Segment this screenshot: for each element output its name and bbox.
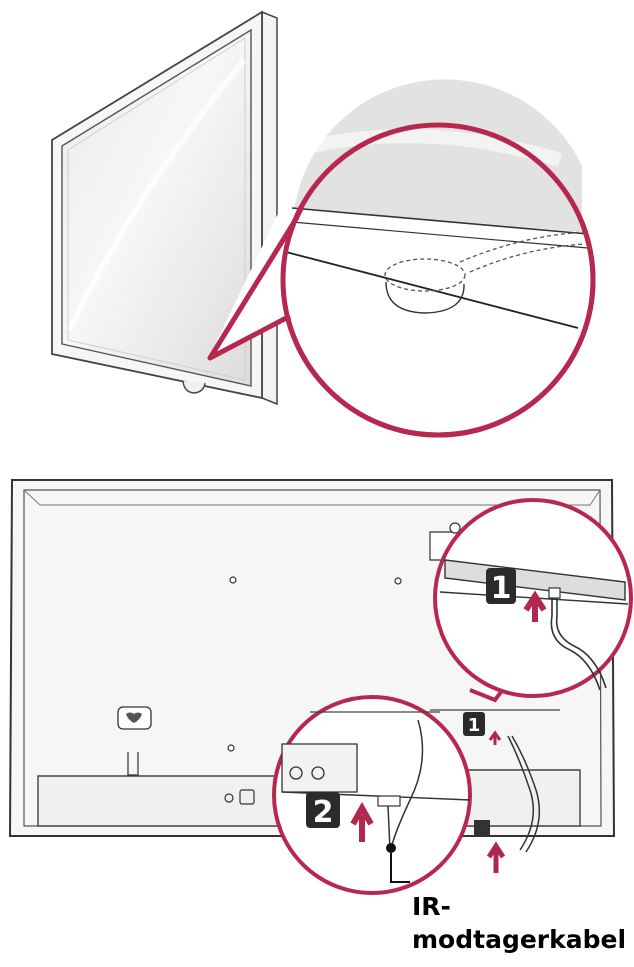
ir-sensor-bump	[182, 380, 206, 394]
cable-holder	[117, 706, 152, 776]
magnified-callout-step2: 2	[272, 695, 472, 895]
monitor-screen	[61, 28, 252, 387]
step-2-number: 2	[313, 795, 334, 830]
label-line-2: modtagerkabel	[412, 925, 627, 954]
insert-arrow-step1	[523, 590, 547, 622]
step-1-number: 1	[491, 571, 512, 606]
rear-ports	[224, 789, 255, 805]
step-1-number-small: 1	[468, 715, 481, 736]
label-line-1: IR-	[412, 892, 451, 921]
insert-arrow-step2	[350, 801, 374, 842]
label-leader-line	[390, 853, 410, 883]
ir-receiver-cable-label: IR- modtagerkabel	[412, 890, 626, 956]
vesa-mount-holes	[227, 576, 402, 752]
ir-receiver-cable-point	[386, 843, 396, 853]
step-1-badge-small: 1	[463, 712, 502, 745]
monitor-perspective-view	[51, 10, 278, 406]
magnified-callout-step1: 1	[433, 498, 633, 703]
magnified-callout-top	[207, 79, 596, 438]
